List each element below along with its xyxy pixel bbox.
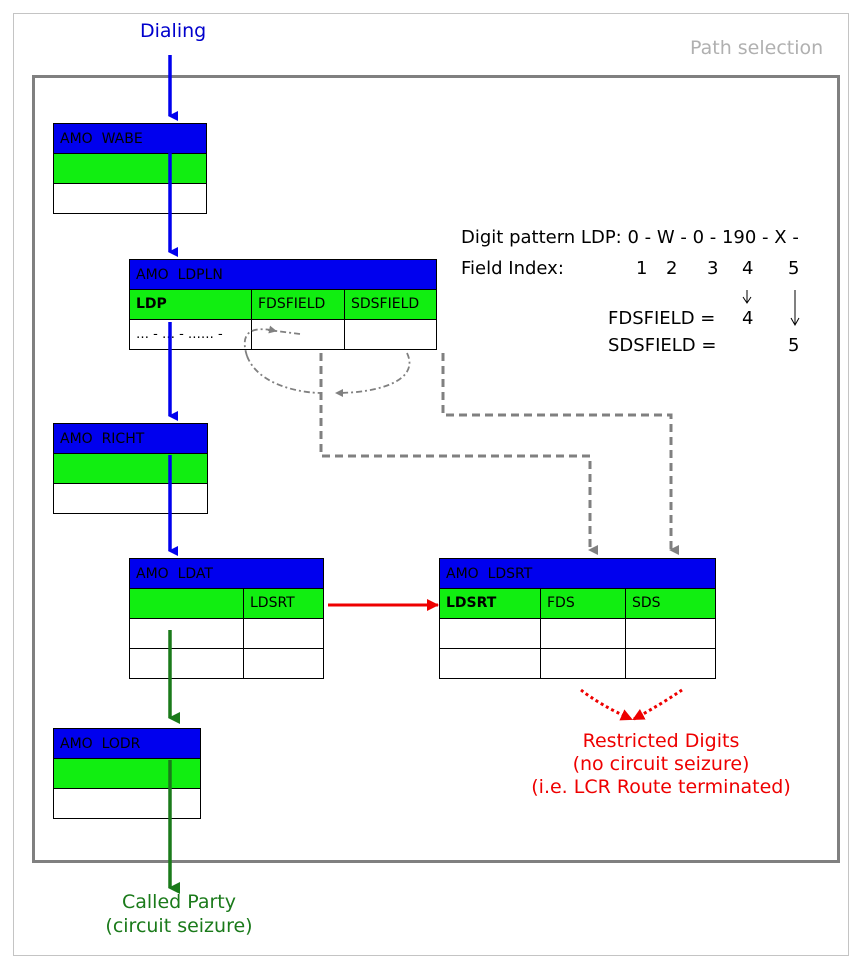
amo-richt-header: AMO RICHT [54,424,207,454]
amo-wabe-table: AMO WABE [53,123,207,214]
field-index-arrows [742,290,800,327]
ldpln-col-fdsfield: FDSFIELD [252,290,345,319]
field-index-label: Field Index: [461,258,564,279]
restricted-digits-label: Restricted Digits (no circuit seizure) (… [531,730,791,798]
ldsrt-col-fds: FDS [541,589,626,618]
amo-richt-table: AMO RICHT [53,423,208,514]
field-routing-lines [319,353,679,555]
ldpln-col-ldp: LDP [130,290,252,319]
amo-lodr-table: AMO LODR [53,728,201,819]
amo-ldpln-table: AMO LDPLN LDP FDSFIELD SDSFIELD … - … - … [129,259,437,350]
digit-pattern-line: Digit pattern LDP: 0 - W - 0 - 190 - X - [461,227,799,248]
sdsfield-assignment: SDSFIELD = [608,335,723,356]
field-index-5: 5 [788,258,800,279]
field-index-4: 4 [742,258,754,279]
field-index-3: 3 [707,258,719,279]
amo-wabe-header: AMO WABE [54,124,206,154]
amo-ldsrt-table: AMO LDSRT LDSRT FDS SDS [439,558,716,679]
ldsrt-col-ldsrt: LDSRT [440,589,541,618]
fdsfield-assignment: FDSFIELD = [608,308,722,329]
fdsfield-value: 4 [742,308,754,329]
called-party-label: Called Party (circuit seizure) [105,891,253,937]
frame-title: Path selection [690,37,824,59]
amo-lodr-header: AMO LODR [54,729,200,759]
ldat-col-empty [130,589,244,618]
dialing-label: Dialing [140,20,207,42]
amo-ldpln-header: AMO LDPLN [130,260,436,290]
amo-ldsrt-header: AMO LDSRT [440,559,715,589]
outer-frame [13,13,849,956]
ldp-loop-curve [243,325,411,397]
ldpln-cell-ldp: … - … - …… - [130,320,252,350]
field-index-2: 2 [666,258,678,279]
ldsrt-col-sds: SDS [632,595,661,611]
amo-ldat-table: AMO LDAT LDSRT [129,558,324,679]
field-index-1: 1 [636,258,648,279]
restricted-arrows [580,688,683,721]
path-selection-frame [32,75,840,863]
sdsfield-value: 5 [788,335,800,356]
amo-ldat-header: AMO LDAT [130,559,323,589]
ldat-col-ldsrt: LDSRT [250,595,295,611]
ldpln-col-sdsfield: SDSFIELD [351,296,420,312]
